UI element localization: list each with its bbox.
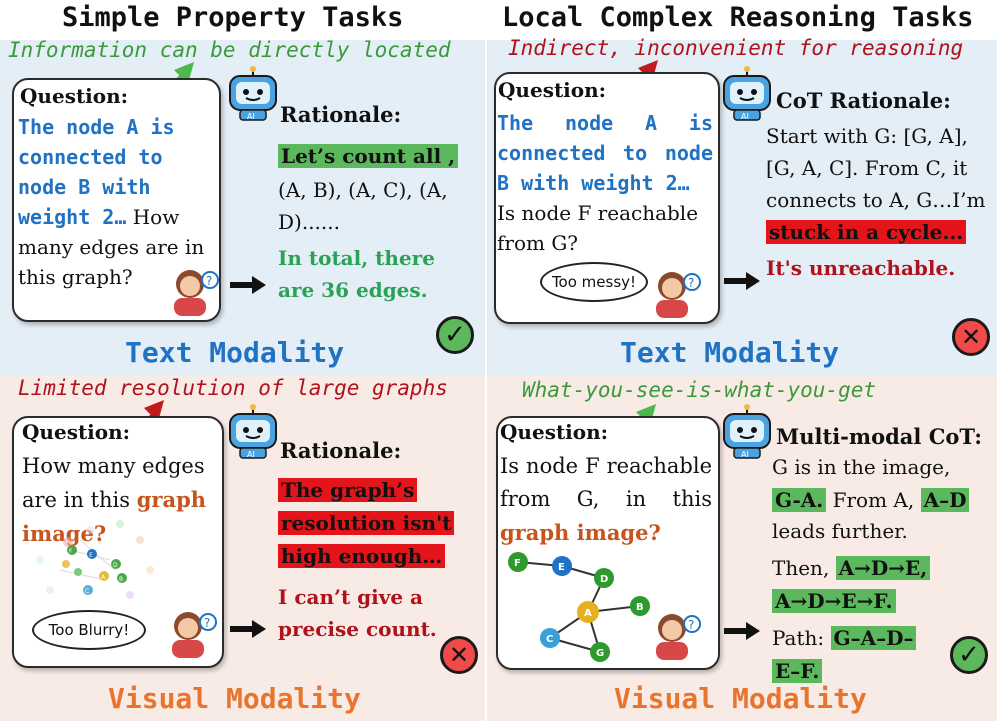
arrow-right-icon	[724, 622, 760, 640]
svg-text:F: F	[514, 558, 521, 569]
modality-label: Visual Modality	[108, 682, 361, 715]
rationale-text-part: From A,	[826, 488, 921, 512]
question-text-main: Is node F reachable from G, in this	[500, 454, 712, 511]
rationale-line-1: G is in the image,	[772, 455, 951, 479]
arrow-right-icon	[230, 276, 266, 294]
svg-text:E: E	[89, 552, 93, 559]
question-label: Question:	[22, 420, 131, 444]
question-text-main: How many edges are in this	[22, 454, 205, 512]
question-code: The node A is connected to node B with w…	[18, 115, 175, 229]
question-highlight: graph image?	[22, 487, 207, 546]
rationale-conclusion: It's unreachable.	[766, 256, 956, 280]
svg-text:A: A	[584, 608, 592, 619]
question-label: Question:	[498, 78, 607, 102]
question-text: The node A is connected to node B with w…	[497, 108, 713, 258]
question-label: Question:	[500, 420, 609, 444]
question-rest: How many edges are in this graph?	[18, 205, 205, 289]
panel-divider	[485, 40, 487, 721]
limited-resolution-subtitle: Limited resolution of large graphs	[18, 376, 448, 400]
modality-label: Text Modality	[125, 336, 345, 369]
simple-tasks-subtitle: Information can be directly located	[8, 38, 451, 62]
complex-tasks-title: Local Complex Reasoning Tasks	[502, 2, 974, 33]
rationale-highlight-line: The graph’s	[278, 478, 418, 502]
robot-icon: AI	[229, 404, 277, 459]
wysiwyg-subtitle: What-you-see-is-what-you-get	[522, 378, 877, 402]
person-icon: ?	[656, 614, 701, 660]
svg-text:G: G	[596, 648, 604, 659]
check-icon: ✓	[436, 316, 474, 354]
svg-text:B: B	[636, 602, 644, 613]
check-icon: ✓	[950, 636, 988, 674]
robot-icon: AI	[229, 66, 277, 121]
question-code: The node A is connected to node B with w…	[497, 111, 713, 195]
svg-text:D: D	[600, 574, 608, 585]
question-label: Question:	[20, 84, 129, 108]
rationale-label: Multi-modal CoT:	[776, 424, 983, 449]
svg-text:D: D	[113, 562, 118, 569]
rationale-text: Start with G: [G, A], [G, A, C]. From C,…	[766, 120, 988, 284]
rationale-highlight-line: resolution isn't	[278, 511, 455, 535]
graph-image: F E D A B C G	[508, 552, 650, 662]
svg-text:?: ?	[688, 618, 694, 632]
rationale-text: G is in the image, G-A. From A, A–D lead…	[772, 452, 990, 687]
svg-text:E: E	[558, 562, 565, 573]
complex-tasks-subtitle: Indirect, inconvenient for reasoning	[508, 36, 964, 60]
question-text: The node A is connected to node B with w…	[18, 112, 218, 292]
rationale-label: CoT Rationale:	[776, 88, 951, 113]
rationale-text: The graph’s resolution isn't high enough…	[278, 474, 478, 645]
rationale-highlight: A–D	[920, 488, 970, 512]
rationale-highlight: stuck in a cycle...	[766, 220, 967, 244]
rationale-text-part: Then,	[772, 556, 836, 580]
cross-icon: ✕	[952, 318, 990, 356]
svg-text:AI: AI	[741, 450, 749, 459]
rationale-highlight: A→D→E,	[835, 556, 931, 580]
robot-icon: AI	[723, 66, 771, 121]
speech-bubble: Too Blurry!	[32, 610, 146, 650]
modality-label: Visual Modality	[614, 682, 867, 715]
arrow-right-icon	[230, 620, 266, 638]
person-icon: ?	[172, 612, 217, 658]
rationale-highlight: G–A–D–	[830, 626, 917, 650]
svg-text:?: ?	[688, 276, 694, 290]
svg-text:AI: AI	[247, 112, 255, 121]
speech-bubble: Too messy!	[540, 262, 648, 302]
rationale-text: Let’s count all , (A, B), (A, C), (A, D)…	[278, 140, 478, 306]
svg-text:?: ?	[204, 616, 210, 630]
person-icon: ?	[656, 272, 701, 318]
robot-icon: AI	[723, 404, 771, 459]
modality-label: Text Modality	[620, 336, 840, 369]
svg-text:AI: AI	[741, 112, 749, 121]
svg-text:C: C	[85, 588, 89, 595]
question-highlight: graph image?	[500, 520, 661, 545]
arrow-right-icon	[724, 272, 760, 290]
question-text: How many edges are in this graph image?	[22, 450, 218, 551]
svg-text:C: C	[546, 634, 553, 645]
rationale-highlight: E–F.	[772, 659, 823, 683]
simple-tasks-title: Simple Property Tasks	[62, 2, 404, 33]
svg-text:A: A	[101, 574, 106, 581]
cross-icon: ✕	[440, 636, 478, 674]
rationale-conclusion: In total, there are 36 edges.	[278, 246, 435, 302]
svg-text:F: F	[69, 548, 73, 555]
question-rest: Is node F reachable from G?	[497, 201, 699, 255]
rationale-conclusion: I can’t give a precise count.	[278, 585, 437, 641]
rationale-highlight: Let’s count all ,	[278, 144, 459, 168]
rationale-text-part: Path:	[772, 626, 831, 650]
svg-text:B: B	[119, 576, 123, 583]
rationale-highlight: A→D→E→F.	[772, 589, 896, 613]
rationale-highlight: G-A.	[772, 488, 827, 512]
blurry-graph-image: F E D A B C	[36, 520, 154, 599]
rationale-body: Start with G: [G, A], [G, A, C]. From C,…	[766, 124, 986, 212]
rationale-body: (A, B), (A, C), (A, D)......	[278, 178, 448, 234]
svg-text:AI: AI	[247, 450, 255, 459]
person-icon: ?	[174, 270, 219, 316]
svg-text:?: ?	[206, 274, 212, 288]
question-text: Is node F reachable from G, in this grap…	[500, 450, 712, 550]
rationale-highlight-line: high enough…	[278, 544, 446, 568]
rationale-text-part: leads further.	[772, 519, 908, 543]
rationale-label: Rationale:	[280, 102, 402, 127]
rationale-label: Rationale:	[280, 438, 402, 463]
